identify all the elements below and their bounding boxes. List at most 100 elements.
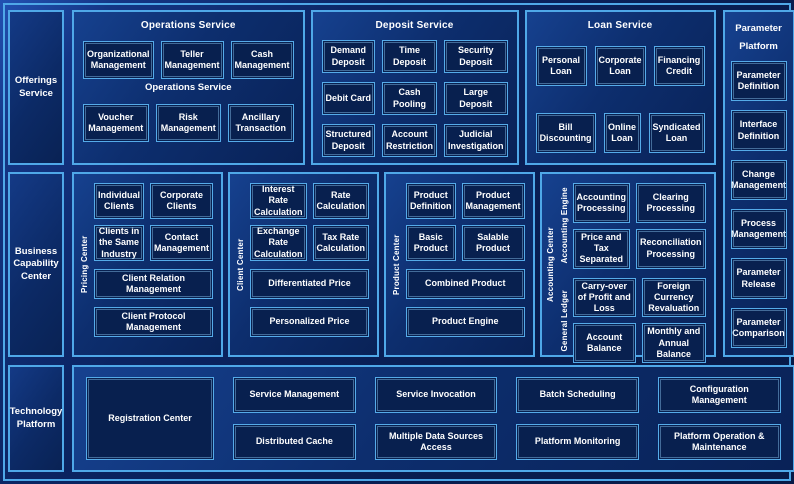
diagram-layout: Offerings Service Business Capability Ce… <box>8 10 794 472</box>
box-demand-deposit: Demand Deposit <box>321 40 376 73</box>
box-online-loan: Online Loan <box>603 113 641 153</box>
operations-service-panel: Operations Service Organizational Manage… <box>72 10 305 165</box>
pricing-center-label: Pricing Center <box>80 235 89 294</box>
box-organizational-management: Organizational Management <box>83 41 154 79</box>
box-tax-rate-calculation: Tax Rate Calculation <box>312 225 370 261</box>
general-ledger-label: General Ledger <box>559 289 569 352</box>
box-large-deposit: Large Deposit <box>444 82 508 115</box>
box-price-and-tax-separated: Price and Tax Separated <box>572 228 631 269</box>
box-product-engine: Product Engine <box>406 307 525 337</box>
client-center-label: Client Center <box>236 238 246 291</box>
product-center-body: Product Definition Product Management Ba… <box>406 183 525 346</box>
box-debit-card: Debit Card <box>321 82 376 115</box>
parameter-stack: Parameter Definition Interface Definitio… <box>730 61 787 348</box>
box-change-management: Change Management <box>730 159 787 201</box>
box-registration-center: Registration Center <box>86 377 214 460</box>
business-capability-center-label: Business Capability Center <box>8 172 64 357</box>
client-center-body: Interest Rate Calculation Rate Calculati… <box>250 183 370 346</box>
loan-service-panel: Loan Service Personal Loan Corporate Loa… <box>524 10 716 165</box>
accounting-sections: Accounting Engine Accounting Processing … <box>558 183 706 363</box>
technology-row: Registration Center Service Management D… <box>72 365 794 472</box>
accounting-engine-section: Accounting Engine Accounting Processing … <box>558 183 706 269</box>
general-ledger-grid: Carry-over of Profit and Loss Foreign Cu… <box>572 277 706 363</box>
box-rate-calculation: Rate Calculation <box>312 183 370 219</box>
box-monthly-annual-balance: Monthly and Annual Balance <box>642 323 706 363</box>
product-center-panel: Product Center Product Definition Produc… <box>384 172 535 357</box>
box-foreign-currency-revaluation: Foreign Currency Revaluation <box>642 277 706 318</box>
box-cash-pooling: Cash Pooling <box>382 82 438 115</box>
box-reconciliation-processing: Reconciliation Processing <box>636 228 706 269</box>
capability-row: Pricing Center Individual Clients Corpor… <box>72 172 716 363</box>
product-center-grid: Product Definition Product Management Ba… <box>406 183 525 261</box>
box-interest-rate-calculation: Interest Rate Calculation <box>250 183 307 219</box>
box-parameter-release: Parameter Release <box>730 258 787 299</box>
services-row: Operations Service Organizational Manage… <box>72 10 716 165</box>
pricing-center-panel: Pricing Center Individual Clients Corpor… <box>72 172 224 357</box>
tech-column-4: Configuration Management Platform Operat… <box>657 377 781 460</box>
box-accounting-processing: Accounting Processing <box>572 183 631 223</box>
pricing-center-body: Individual Clients Corporate Clients Cli… <box>94 183 214 346</box>
box-risk-management: Risk Management <box>155 104 222 142</box>
box-account-restriction: Account Restriction <box>382 124 438 157</box>
box-clearing-processing: Clearing Processing <box>636 183 706 223</box>
operations-row-1: Organizational Management Teller Managem… <box>74 41 303 79</box>
box-platform-operation-maintenance: Platform Operation & Maintenance <box>657 424 781 460</box>
parameter-platform-title: Parameter Platform <box>735 23 782 53</box>
box-configuration-management: Configuration Management <box>657 377 781 413</box>
box-personal-loan: Personal Loan <box>535 46 587 86</box>
box-parameter-definition: Parameter Definition <box>730 61 787 102</box>
box-structured-deposit: Structured Deposit <box>321 124 376 157</box>
box-service-invocation: Service Invocation <box>374 377 498 413</box>
deposit-service-panel: Deposit Service Demand Deposit Time Depo… <box>310 10 519 165</box>
tech-column-1: Service Management Distributed Cache <box>233 377 356 460</box>
offerings-service-label: Offerings Service <box>8 10 64 165</box>
box-parameter-comparison: Parameter Comparison <box>730 307 787 348</box>
box-teller-management: Teller Management <box>160 41 224 79</box>
box-multiple-data-sources-access: Multiple Data Sources Access <box>374 424 498 460</box>
client-center-grid: Interest Rate Calculation Rate Calculati… <box>250 183 370 261</box>
operations-row-2: Voucher Management Risk Management Ancil… <box>74 104 303 142</box>
operations-service-subtitle: Operations Service <box>144 82 232 93</box>
operations-service-title: Operations Service <box>140 20 236 31</box>
tech-column-3: Batch Scheduling Platform Monitoring <box>516 377 639 460</box>
pricing-center-grid: Individual Clients Corporate Clients Cli… <box>94 183 214 261</box>
box-client-protocol-management: Client Protocol Management <box>94 307 214 337</box>
box-contact-management: Contact Management <box>150 225 214 261</box>
box-ancillary-transaction: Ancillary Transaction <box>228 104 294 142</box>
accounting-center-panel: Accounting Center Accounting Engine Acco… <box>539 172 716 363</box>
box-security-deposit: Security Deposit <box>444 40 508 73</box>
loan-row-1: Personal Loan Corporate Loan Financing C… <box>527 46 714 86</box>
loan-row-2: Bill Discounting Online Loan Syndicated … <box>527 113 714 153</box>
general-ledger-section: General Ledger Carry-over of Profit and … <box>558 277 706 363</box>
technology-platform-panel: Registration Center Service Management D… <box>72 365 794 472</box>
box-individual-clients: Individual Clients <box>94 183 145 219</box>
technology-platform-label: Technology Platform <box>8 365 64 472</box>
box-product-definition: Product Definition <box>406 183 456 219</box>
box-salable-product: Salable Product <box>461 225 525 261</box>
box-platform-monitoring: Platform Monitoring <box>516 424 639 460</box>
upper-region: Operations Service Organizational Manage… <box>72 10 794 363</box>
diagram-content: Operations Service Organizational Manage… <box>72 10 794 472</box>
box-corporate-clients: Corporate Clients <box>150 183 214 219</box>
product-center-label: Product Center <box>392 234 402 295</box>
box-corporate-loan: Corporate Loan <box>594 46 646 86</box>
box-judicial-investigation: Judicial Investigation <box>444 124 508 157</box>
box-basic-product: Basic Product <box>406 225 456 261</box>
box-exchange-rate-calculation: Exchange Rate Calculation <box>250 225 307 261</box>
box-cash-management: Cash Management <box>230 41 294 79</box>
box-clients-same-industry: Clients in the Same Industry <box>94 225 145 261</box>
box-syndicated-loan: Syndicated Loan <box>648 113 705 153</box>
parameter-platform-panel: Parameter Platform Parameter Definition … <box>722 10 794 357</box>
deposit-grid: Demand Deposit Time Deposit Security Dep… <box>313 40 517 157</box>
box-service-management: Service Management <box>233 377 356 413</box>
box-combined-product: Combined Product <box>406 269 525 299</box>
box-account-balance: Account Balance <box>572 323 637 363</box>
box-carry-over-profit-loss: Carry-over of Profit and Loss <box>572 277 637 318</box>
box-interface-definition: Interface Definition <box>730 110 787 151</box>
box-product-management: Product Management <box>461 183 525 219</box>
box-client-relation-management: Client Relation Management <box>94 269 214 299</box>
accounting-center-label: Accounting Center <box>545 227 555 302</box>
box-time-deposit: Time Deposit <box>382 40 438 73</box>
box-personalized-price: Personalized Price <box>250 307 370 337</box>
